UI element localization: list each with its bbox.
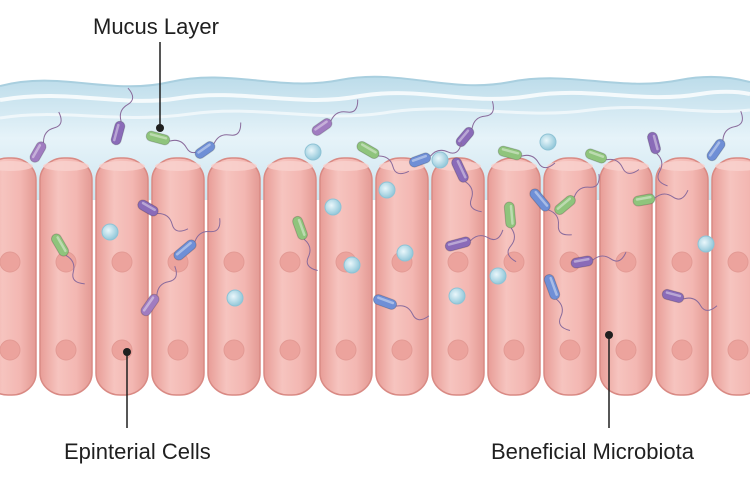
epithelial-cells-label: Epinterial Cells <box>64 439 211 464</box>
cell-nucleus <box>671 251 693 273</box>
cell-nucleus <box>447 339 469 361</box>
beneficial-microbiota-label: Beneficial Microbiota <box>491 439 694 464</box>
cell-nucleus <box>671 339 693 361</box>
mucus-layer-label: Mucus Layer <box>93 14 219 39</box>
cell-nucleus <box>223 251 245 273</box>
rod-bacterium <box>497 145 556 169</box>
rod-bacterium <box>194 122 242 159</box>
coccus-bacterium <box>304 143 322 161</box>
cell-nucleus <box>727 251 749 273</box>
rod-bacterium <box>137 199 189 232</box>
cell-nucleus <box>559 339 581 361</box>
rod-bacterium <box>29 111 62 163</box>
epithelial-cell <box>487 157 541 396</box>
cell-nucleus <box>615 339 637 361</box>
cell-nucleus <box>615 251 637 273</box>
epithelial-cells-row <box>0 157 750 396</box>
epithelial-cell <box>263 157 317 396</box>
epithelial-cell <box>151 157 205 396</box>
rod-bacterium <box>632 190 689 207</box>
cell-nucleus <box>279 339 301 361</box>
rod-bacterium <box>451 157 482 213</box>
cell-nucleus <box>503 251 525 273</box>
cell-nucleus <box>55 339 77 361</box>
leader-lines <box>123 42 613 428</box>
mucus-leader-dot <box>156 124 164 132</box>
coccus-bacterium <box>343 256 361 274</box>
epithelial-cell <box>207 157 261 396</box>
rod-bacterium <box>372 294 430 321</box>
rod-bacterium <box>173 218 221 261</box>
epithelial-cell <box>95 157 149 396</box>
cell-nucleus <box>167 339 189 361</box>
cell-nucleus <box>279 251 301 273</box>
epithelial-cell <box>431 157 485 396</box>
coccus-bacterium <box>324 198 342 216</box>
cell-nucleus <box>503 339 525 361</box>
epithelial-cell <box>39 157 93 396</box>
rod-bacterium <box>554 173 600 215</box>
rod-bacterium <box>529 188 572 236</box>
coccus-bacterium <box>539 133 557 151</box>
epithelial-cell <box>319 157 373 396</box>
rod-bacterium <box>444 229 504 252</box>
microbiota <box>29 87 743 331</box>
coccus-bacterium <box>378 181 396 199</box>
rod-bacterium <box>503 201 517 263</box>
rod-bacterium <box>140 265 177 317</box>
rod-bacterium <box>356 141 410 175</box>
epithelial-cell <box>711 157 750 396</box>
epithelial-cell <box>599 157 653 396</box>
cell-nucleus <box>223 339 245 361</box>
cell-nucleus <box>727 339 749 361</box>
epithelial-cell <box>655 157 709 396</box>
cell-nucleus <box>0 251 21 273</box>
coccus-bacterium <box>697 235 715 253</box>
cell-nucleus <box>391 339 413 361</box>
rod-bacterium <box>661 288 718 311</box>
rod-bacterium <box>408 142 463 168</box>
rod-bacterium <box>584 148 640 174</box>
epithelial-cell <box>0 157 37 396</box>
rod-bacterium <box>570 252 627 269</box>
rod-bacterium <box>706 110 743 162</box>
rod-bacterium <box>292 215 318 272</box>
rod-bacterium <box>455 101 494 148</box>
coccus-bacterium <box>396 244 414 262</box>
coccus-bacterium <box>431 151 449 169</box>
rod-bacterium <box>145 130 204 154</box>
epithelial-leader-dot <box>123 348 131 356</box>
cell-nucleus <box>447 251 469 273</box>
coccus-bacterium <box>489 267 507 285</box>
microbiota-leader-dot <box>605 331 613 339</box>
cell-nucleus <box>0 339 21 361</box>
coccus-bacterium <box>101 223 119 241</box>
coccus-bacterium <box>448 287 466 305</box>
rod-bacterium <box>51 233 85 285</box>
cell-nucleus <box>335 339 357 361</box>
rod-bacterium <box>646 131 668 187</box>
rod-bacterium <box>110 87 134 146</box>
rod-bacterium <box>543 273 571 331</box>
rod-bacterium <box>311 99 359 136</box>
coccus-bacterium <box>226 289 244 307</box>
cell-nucleus <box>111 251 133 273</box>
